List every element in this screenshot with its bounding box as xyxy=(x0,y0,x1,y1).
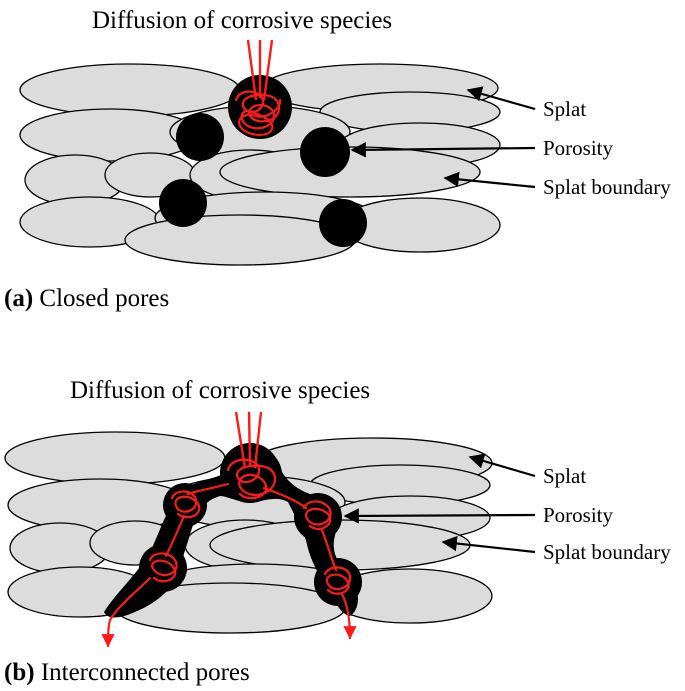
label-splat-boundary: Splat boundary xyxy=(543,175,671,199)
corrosion-scribble xyxy=(226,458,277,500)
panel-b-callouts: Splat Porosity Splat boundary xyxy=(343,453,671,564)
panel-a-corrosive-species xyxy=(234,39,282,136)
label-porosity: Porosity xyxy=(543,136,614,160)
panel-b-corrosive-species xyxy=(101,411,357,648)
splat-arrow xyxy=(466,86,536,111)
panel-a-caption-text: Closed pores xyxy=(33,285,169,312)
pore xyxy=(139,544,187,592)
label-porosity: Porosity xyxy=(543,503,614,527)
diffusion-line xyxy=(246,39,258,101)
corrosion-exit-path xyxy=(101,576,152,648)
panel-b-caption-letter: (b) xyxy=(4,659,35,686)
panel-b-splats xyxy=(4,431,493,634)
corrosion-path xyxy=(164,482,338,572)
pore xyxy=(319,199,367,247)
corrosion-scribble xyxy=(234,90,282,136)
pore xyxy=(294,493,342,541)
panel-b: Diffusion of corrosive species xyxy=(4,377,671,686)
panel-a-caption-letter: (a) xyxy=(4,285,33,312)
label-splat-boundary: Splat boundary xyxy=(543,540,671,564)
panel-a-caption: (a) Closed pores xyxy=(4,285,169,312)
porosity-arrow xyxy=(350,142,536,158)
panel-a-title: Diffusion of corrosive species xyxy=(92,7,392,34)
diffusion-line xyxy=(262,39,274,101)
panel-b-caption: (b) Interconnected pores xyxy=(4,659,250,686)
corrosion-scribble xyxy=(148,552,178,583)
splat-boundary-arrow xyxy=(443,171,536,189)
diffusion-line xyxy=(253,411,263,469)
label-splat: Splat xyxy=(543,464,586,488)
panel-b-caption-text: Interconnected pores xyxy=(35,659,250,686)
diffusion-line xyxy=(247,411,252,467)
splat-boundary-arrow xyxy=(441,535,536,554)
label-splat: Splat xyxy=(543,97,586,121)
pore xyxy=(314,558,362,606)
panel-a: Diffusion of corrosive species xyxy=(4,7,671,312)
splat-arrow xyxy=(468,453,536,478)
panel-b-title: Diffusion of corrosive species xyxy=(70,377,370,404)
pore xyxy=(300,127,350,177)
corrosion-exit-path xyxy=(340,592,357,640)
panel-a-callouts: Splat Porosity Splat boundary xyxy=(350,86,671,199)
porosity-arrow xyxy=(343,508,536,524)
splat xyxy=(19,63,241,117)
corrosion-scribble xyxy=(302,500,332,530)
pore xyxy=(176,113,224,161)
splat xyxy=(219,146,481,198)
pore xyxy=(159,179,207,227)
corrosion-scribble xyxy=(323,566,352,595)
splat xyxy=(4,431,226,485)
